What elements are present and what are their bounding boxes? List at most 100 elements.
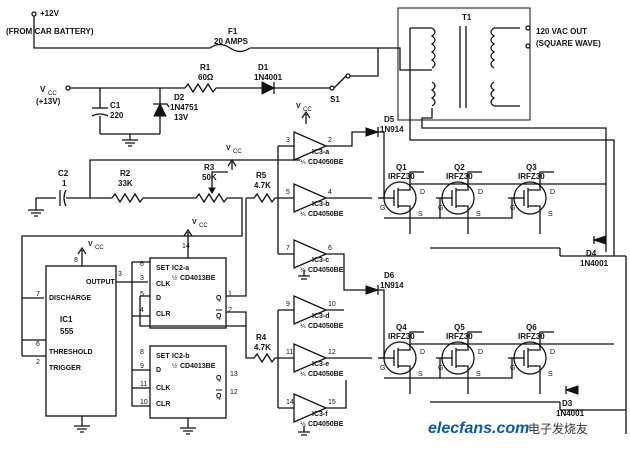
svg-text:Q: Q: [216, 313, 222, 320]
s1-return: [350, 48, 379, 77]
discharge-wire: [21, 197, 243, 299]
ground-buffers-bot: [298, 426, 310, 436]
buffer-in-bus-top: [277, 145, 294, 255]
svg-text:5: 5: [140, 291, 144, 298]
svg-text:6: 6: [36, 341, 40, 348]
drain-pin: D: [478, 349, 483, 356]
ic1-555: IC1 555 DISCHARGE THRESHOLD TRIGGER OUTP…: [36, 257, 122, 417]
svg-text:CLR: CLR: [156, 311, 170, 318]
source-pin: S: [548, 371, 553, 378]
buffer-part: CD4050BE: [308, 267, 344, 274]
diode-d5: D5 1N914: [365, 115, 404, 137]
mosfet-part: IRFZ30: [388, 172, 415, 181]
svg-text:12: 12: [230, 389, 238, 396]
diode-d1: D1 1N4001: [254, 63, 283, 95]
primary-bus-b: [409, 128, 615, 256]
svg-text:TRIGGER: TRIGGER: [49, 365, 81, 372]
thr-trig-wire: [21, 339, 46, 357]
pin-label: 6: [328, 245, 332, 252]
svg-text:1N4001: 1N4001: [254, 73, 283, 82]
svg-text:8: 8: [140, 349, 144, 356]
svg-text:120 VAC OUT: 120 VAC OUT: [536, 27, 587, 36]
svg-text:CC: CC: [48, 91, 57, 97]
output-label: 120 VAC OUT (SQUARE WAVE): [525, 25, 601, 49]
source-buses: [430, 247, 560, 403]
buffer-fraction: ⅙: [300, 268, 306, 274]
svg-text:½: ½: [172, 275, 177, 282]
svg-text:S1: S1: [330, 95, 340, 104]
pin-label: 3: [286, 137, 290, 144]
drain-pin: D: [550, 349, 555, 356]
resistor-r4: R4 4.7K: [245, 326, 278, 364]
svg-text:CD4013BE: CD4013BE: [180, 363, 216, 370]
svg-text:50K: 50K: [202, 173, 217, 182]
supply-terminal: [31, 11, 37, 17]
svg-text:D3: D3: [562, 399, 573, 408]
svg-text:(+13V): (+13V): [36, 97, 61, 106]
svg-text:elecfans.com: elecfans.com: [428, 420, 529, 437]
d5-gate-wire: [378, 131, 385, 198]
resistor-r2: R2 33K: [111, 169, 144, 204]
svg-text:10: 10: [140, 399, 148, 406]
gate-link-top: [378, 197, 513, 219]
svg-text:3: 3: [118, 271, 122, 278]
svg-text:D4: D4: [586, 249, 597, 258]
svg-text:R3: R3: [204, 163, 215, 172]
svg-text:CC: CC: [233, 149, 242, 155]
buffer-label: IC3-c: [312, 257, 329, 264]
svg-text:OUTPUT: OUTPUT: [86, 279, 116, 286]
transformer-t1: T1: [397, 7, 531, 128]
vcc-buffer: V CC: [296, 103, 312, 124]
zener-d2: D2 1N4751 13V: [153, 93, 199, 122]
timing-top-wire: [89, 159, 300, 198]
svg-text:3: 3: [140, 275, 144, 282]
diode-d6: D6 1N914: [365, 271, 404, 295]
supply-label: +12V (FROM CAR BATTERY): [6, 9, 94, 36]
svg-text:½: ½: [172, 363, 177, 370]
buffer-part: CD4050BE: [308, 211, 344, 218]
buffer-part: CD4050BE: [308, 159, 344, 166]
svg-text:8: 8: [74, 257, 78, 264]
svg-text:CLK: CLK: [156, 385, 170, 392]
svg-text:R2: R2: [120, 169, 131, 178]
ct-wire: [250, 47, 432, 71]
svg-text:11: 11: [140, 381, 147, 388]
gate-pin: G: [510, 205, 515, 212]
svg-text:14: 14: [182, 243, 190, 250]
mosfet-name: Q5: [454, 323, 465, 332]
ground-return: [560, 255, 627, 434]
pot-r3: R3 50K: [195, 163, 228, 204]
svg-text:1N914: 1N914: [380, 125, 404, 134]
mosfet-part: IRFZ30: [446, 172, 473, 181]
svg-text:Q: Q: [216, 393, 222, 400]
drain-buses: [410, 183, 614, 345]
drain-pin: D: [550, 189, 555, 196]
r3-wiper: [211, 171, 228, 182]
source-pin: S: [418, 371, 423, 378]
svg-text:555: 555: [60, 327, 74, 336]
capacitor-c2: C2 1: [58, 169, 69, 207]
svg-text:IC2-b: IC2-b: [172, 353, 190, 360]
mosfet-group: GDSQ1IRFZ30GDSQ2IRFZ30GDSQ3IRFZ30GDSQ4IR…: [378, 163, 555, 394]
mosfet-part: IRFZ30: [388, 332, 415, 341]
svg-text:V: V: [192, 219, 197, 226]
svg-text:DISCHARGE: DISCHARGE: [49, 295, 91, 302]
svg-text:C2: C2: [58, 169, 69, 178]
svg-text:D6: D6: [384, 271, 395, 280]
svg-text:电子发烧友: 电子发烧友: [528, 421, 588, 436]
buffer-in-bus-bot: [277, 309, 294, 409]
source-pin: S: [476, 371, 481, 378]
buffer-label: IC3-e: [312, 361, 329, 368]
vcc-node: V CC (+13V): [36, 85, 71, 106]
svg-text:220: 220: [110, 111, 124, 120]
svg-text:IC2-a: IC2-a: [172, 265, 189, 272]
pin-label: 4: [328, 189, 332, 196]
svg-text:D1: D1: [258, 63, 269, 72]
buffer-fraction: ⅙: [300, 160, 306, 166]
svg-text:R1: R1: [200, 63, 211, 72]
ground-buffers-top: [298, 270, 310, 280]
buffer-label: IC3-b: [312, 201, 330, 208]
